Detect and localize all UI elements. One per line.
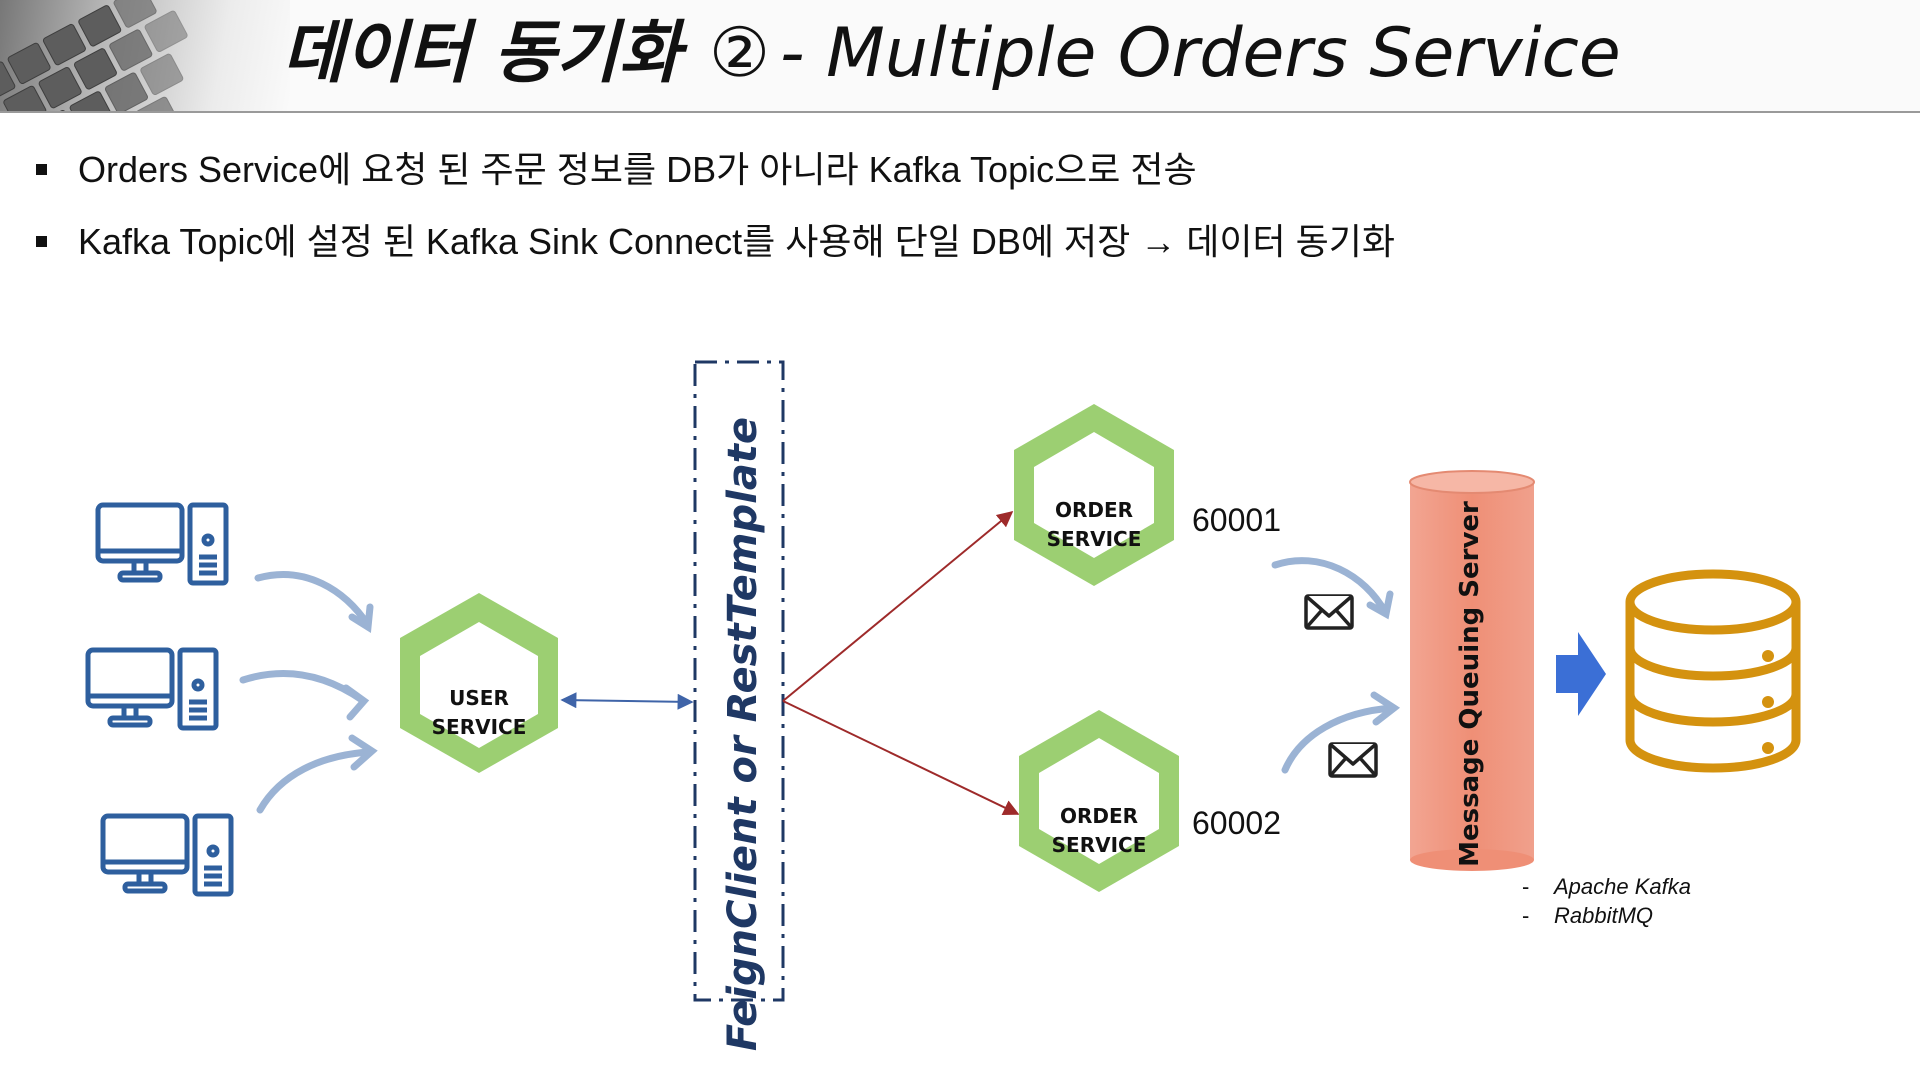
user-service-label: USER SERVICE (419, 684, 539, 742)
envelope-icon (1304, 594, 1354, 630)
title-number: ② (709, 14, 771, 93)
message-queue-cylinder (1409, 470, 1535, 871)
order-service-line1: ORDER (1059, 804, 1139, 828)
mq-example-text: Apache Kafka (1554, 874, 1691, 899)
message-queue-label: Message Queuing Server (1455, 501, 1485, 867)
user-service-line2: SERVICE (431, 715, 527, 739)
bullet-item: Orders Service에 요청 된 주문 정보를 DB가 아니라 Kafk… (34, 138, 1395, 210)
user-service-node (400, 593, 558, 773)
user-service-line1: USER (449, 686, 509, 710)
title-english: - Multiple Orders Service (780, 14, 1621, 93)
order-service-node (1014, 404, 1174, 586)
bullet-item: Kafka Topic에 설정 된 Kafka Sink Connect를 사용… (34, 210, 1395, 282)
bullet-list: Orders Service에 요청 된 주문 정보를 DB가 아니라 Kafk… (34, 138, 1395, 282)
user-gateway-link (560, 692, 694, 710)
order-service-line2: SERVICE (1051, 833, 1147, 857)
mq-example-text: RabbitMQ (1554, 903, 1654, 928)
envelope-icon (1328, 742, 1378, 778)
desktop-computer-icon (85, 647, 219, 731)
desktop-computer-icon (95, 502, 229, 586)
mq-example-item: -Apache Kafka (1522, 874, 1691, 899)
curved-arrow-icon (256, 748, 374, 814)
curved-arrow-icon (1281, 704, 1396, 774)
order-service-line1: ORDER (1054, 498, 1134, 522)
slide-header: 데이터 동기화 ②- Multiple Orders Service (0, 0, 1920, 113)
order-service-node (1019, 710, 1179, 892)
keyboard-image (0, 0, 290, 111)
gateway-box (693, 360, 785, 1002)
title-korean: 데이터 동기화 (282, 14, 682, 93)
order-service-label: ORDER SERVICE (1039, 802, 1159, 860)
order-service-port: 60001 (1192, 502, 1281, 538)
curved-arrow-icon (254, 571, 372, 629)
order-service-port: 60002 (1192, 805, 1281, 841)
database-icon (1625, 569, 1801, 773)
desktop-computer-icon (100, 813, 234, 897)
order-service-line2: SERVICE (1046, 527, 1142, 551)
curved-arrow-icon (1271, 557, 1389, 616)
gateway-label: FeignClient or RestTemplate (720, 416, 766, 1052)
page-title: 데이터 동기화 ②- Multiple Orders Service (282, 14, 1621, 94)
mq-example-item: -RabbitMQ (1522, 903, 1654, 928)
keyboard-keys-icon (0, 0, 188, 111)
gateway-order1-link (782, 510, 1014, 702)
order-service-label: ORDER SERVICE (1034, 496, 1154, 554)
mq-examples-list: -Apache Kafka -RabbitMQ (1522, 872, 1691, 930)
gateway-order2-link (782, 700, 1020, 815)
db-arrow-icon (1556, 632, 1606, 716)
